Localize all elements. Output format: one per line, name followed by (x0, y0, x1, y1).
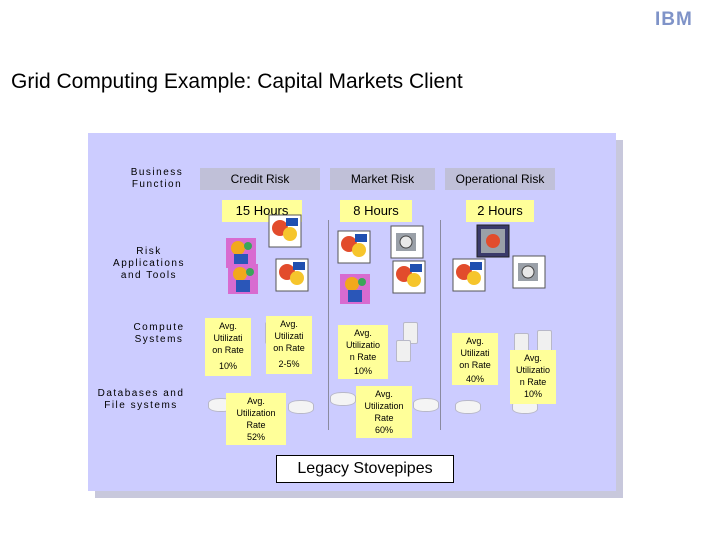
hours-operational-risk: 2 Hours (466, 200, 534, 222)
disk-icon (288, 400, 314, 414)
machine-clipart-icon (512, 255, 546, 289)
column-header-market-risk: Market Risk (330, 168, 435, 190)
row-label-databases: Databases and File systems (97, 388, 185, 411)
stock-chart-clipart-icon (452, 258, 486, 292)
hours-market-risk: 8 Hours (340, 200, 412, 222)
trader-clipart-icon (228, 264, 258, 294)
legacy-stovepipes-label: Legacy Stovepipes (276, 455, 454, 483)
column-divider (328, 220, 329, 430)
column-header-operational-risk: Operational Risk (445, 168, 555, 190)
stock-chart-clipart-icon (275, 258, 309, 292)
row-label-business-function: Business Function (130, 167, 184, 190)
column-header-credit-risk: Credit Risk (200, 168, 320, 190)
stock-chart-clipart-icon (337, 230, 371, 264)
stock-chart-clipart-icon (268, 214, 302, 248)
server-icon (537, 330, 552, 352)
disk-icon (330, 392, 356, 406)
diagram-panel (88, 133, 616, 491)
trader-clipart-icon (226, 238, 256, 268)
page-title: Grid Computing Example: Capital Markets … (11, 70, 463, 93)
row-label-compute: Compute Systems (133, 322, 185, 345)
column-divider (440, 220, 441, 430)
disk-icon (413, 398, 439, 412)
machine-clipart-icon (390, 225, 424, 259)
row-label-risk-apps: Risk Applications and Tools (113, 246, 185, 281)
trader-clipart-icon (340, 274, 370, 304)
disk-icon (455, 400, 481, 414)
machine-clipart-icon (476, 224, 510, 258)
stock-chart-clipart-icon (392, 260, 426, 294)
server-icon (396, 340, 411, 362)
ibm-logo: IBM (655, 10, 701, 30)
